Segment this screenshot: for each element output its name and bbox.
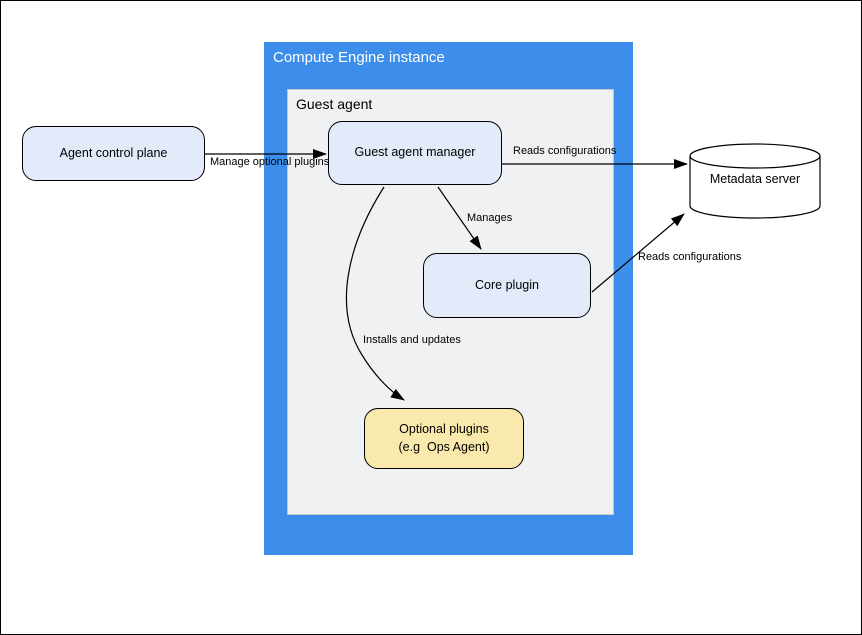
guest-agent-title: Guest agent (296, 96, 373, 112)
optional-plugins-label-line1: Optional plugins (399, 422, 489, 436)
node-guest-agent-manager: Guest agent manager (328, 121, 502, 185)
edge-label-manages: Manages (467, 212, 513, 224)
node-core-plugin: Core plugin (423, 253, 591, 318)
metadata-server-cylinder-rim (689, 155, 821, 169)
edge-label-manager-reads-configurations: Reads configurations (513, 145, 617, 157)
edge-label-installs-and-updates: Installs and updates (363, 334, 461, 346)
optional-plugins-label-line2: (e.g Ops Agent) (398, 439, 490, 454)
compute-engine-instance-title: Compute Engine instance (273, 49, 445, 66)
edge-label-core-reads-configurations: Reads configurations (638, 251, 742, 263)
agent-control-plane-label: Agent control plane (59, 145, 168, 160)
edge-label-manage-optional-plugins: Manage optional plugins (210, 156, 330, 168)
guest-agent-manager-label: Guest agent manager (354, 145, 476, 160)
node-optional-plugins: Optional plugins (e.g Ops Agent) (364, 408, 524, 469)
core-plugin-label: Core plugin (475, 277, 539, 292)
metadata-server-label: Metadata server (709, 172, 801, 186)
node-agent-control-plane: Agent control plane (22, 126, 205, 181)
